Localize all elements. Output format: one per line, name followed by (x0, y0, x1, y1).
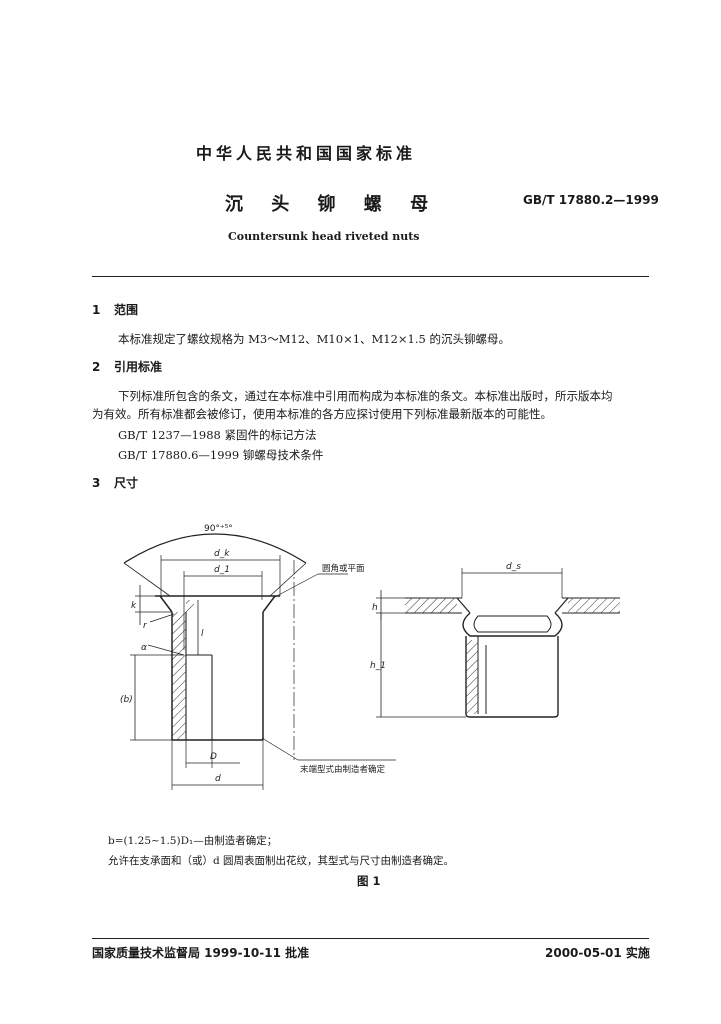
h-label: h (372, 603, 378, 613)
angle-extension-right (269, 562, 307, 597)
angle-label: 90°⁺⁵° (204, 524, 233, 534)
section-3-title: 尺寸 (114, 476, 139, 490)
plate-right (568, 598, 620, 613)
ds-label: d_s (506, 562, 521, 572)
section-1-body: 本标准规定了螺纹规格为 M3～M12、M10×1、M12×1.5 的沉头铆螺母。 (118, 332, 511, 346)
left-view-labels: 90°⁺⁵° d_k d_1 k r α (b) l D d 圆角或平面 末端型… (120, 524, 386, 784)
header-rule (92, 276, 649, 277)
right-view-labels: d_s h h_1 (370, 562, 521, 671)
r-label: r (143, 621, 148, 631)
callout-bottom-leader (261, 737, 299, 761)
angle-arc (123, 533, 307, 564)
section-1-heading: 1 范围 (92, 301, 138, 318)
figure-caption: 图 1 (357, 874, 381, 888)
section-2-body-line1: 下列标准所包含的条文，通过在本标准中引用而构成为本标准的条文。本标准出版时，所示… (118, 389, 613, 403)
body-wall-hatch (466, 640, 478, 714)
d-label: d (215, 774, 221, 784)
callout-top-leader (272, 573, 319, 599)
D-label: D (210, 752, 217, 762)
left-view (123, 533, 396, 790)
implementation-date: 2000-05-01 实施 (545, 946, 650, 960)
document-title-en: Countersunk head riveted nuts (228, 230, 420, 243)
section-2-title: 引用标准 (114, 360, 163, 374)
right-view (376, 568, 620, 718)
plate-left (405, 598, 457, 613)
footer-rule (92, 938, 649, 939)
rivet-bulge (462, 612, 563, 637)
k-label: k (131, 601, 137, 611)
section-3-heading: 3 尺寸 (92, 474, 138, 491)
section-1-number: 1 (92, 303, 101, 317)
d1-label: d_1 (214, 565, 230, 575)
alpha-label: α (141, 643, 147, 653)
callout-bottom-text: 末端型式由制造者确定 (300, 764, 386, 775)
reference-item: GB/T 17880.6—1999 铆螺母技术条件 (118, 448, 324, 462)
section-3-number: 3 (92, 476, 101, 490)
h1-label: h_1 (370, 661, 386, 671)
dk-label: d_k (214, 549, 230, 559)
figure-note-1: b=(1.25~1.5)D₁—由制造者确定； (108, 835, 278, 847)
section-2-number: 2 (92, 360, 101, 374)
l-label: l (201, 629, 204, 639)
reference-item: GB/T 1237—1988 紧固件的标记方法 (118, 428, 317, 442)
angle-extension-left (123, 562, 171, 597)
b-label: (b) (120, 695, 133, 705)
standard-code: GB/T 17880.2—1999 (523, 193, 659, 207)
section-1-title: 范围 (114, 303, 139, 317)
approval-date: 国家质量技术监督局 1999-10-11 批准 (92, 946, 310, 960)
section-2-body-line2: 为有效。所有标准都会被修订，使用本标准的各方应探讨使用下列标准最新版本的可能性。 (92, 407, 552, 421)
issuing-body: 中华人民共和国国家标准 (196, 144, 417, 163)
section-2-heading: 2 引用标准 (92, 358, 162, 375)
callout-top-text: 圆角或平面 (322, 563, 365, 574)
document-title-cn: 沉 头 铆 螺 母 (225, 194, 429, 215)
figure-note-2: 允许在支承面和（或）d 圆周表面制出花纹，其型式与尺寸由制造者确定。 (108, 855, 455, 867)
